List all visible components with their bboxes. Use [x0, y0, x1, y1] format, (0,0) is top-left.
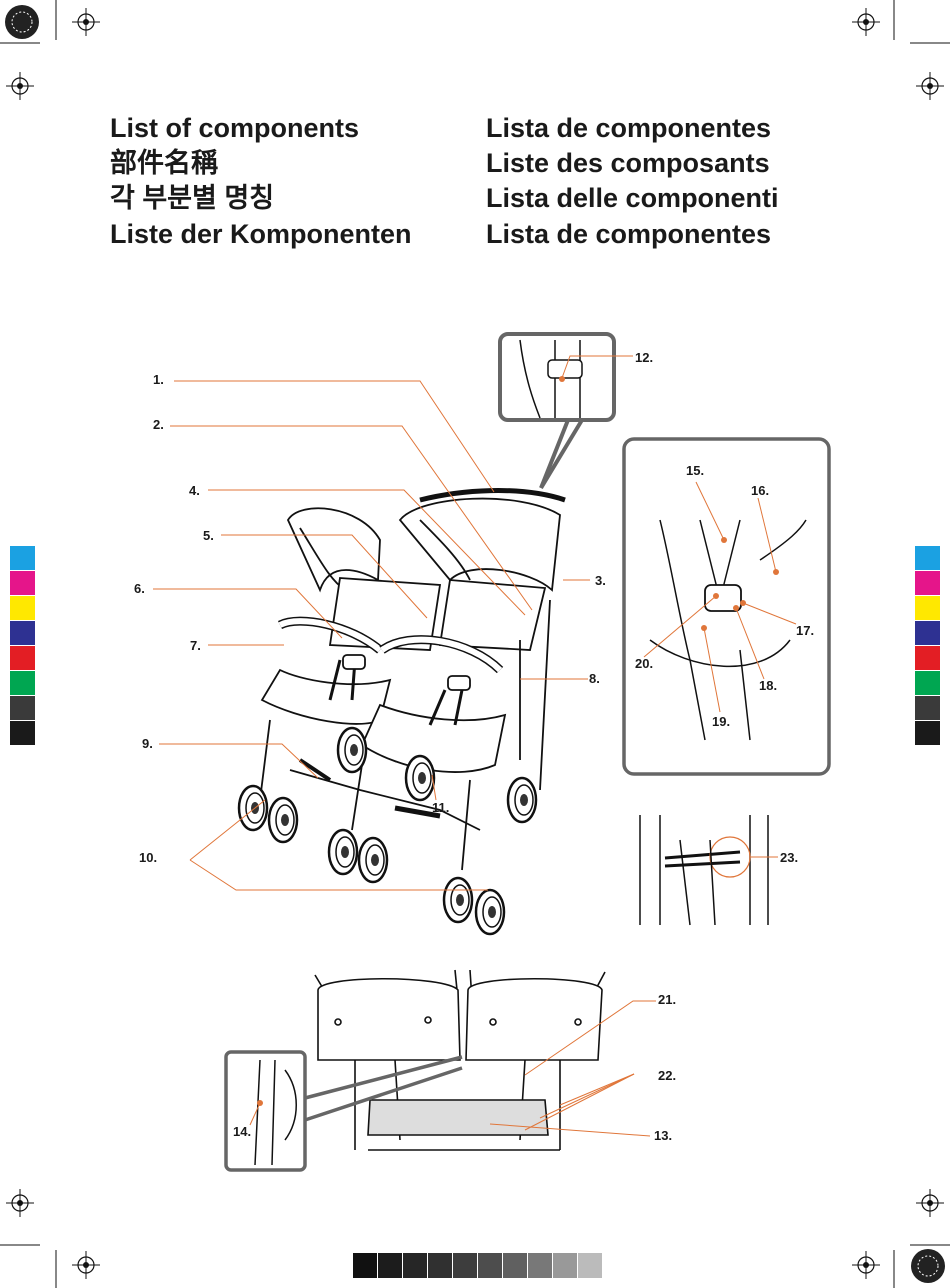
callout-12: 12. — [635, 351, 653, 364]
callout-6: 6. — [134, 582, 145, 595]
callout-2: 2. — [153, 418, 164, 431]
callout-17: 17. — [796, 624, 814, 637]
callout-18: 18. — [759, 679, 777, 692]
callout-1: 1. — [153, 373, 164, 386]
callout-8: 8. — [589, 672, 600, 685]
callout-23: 23. — [780, 851, 798, 864]
brake-detail-illustration — [640, 815, 768, 925]
callout-19: 19. — [712, 715, 730, 728]
callout-3: 3. — [595, 574, 606, 587]
basket-rear-view-illustration — [315, 970, 605, 1150]
callout-5: 5. — [203, 529, 214, 542]
callout-7: 7. — [190, 639, 201, 652]
callout-4: 4. — [189, 484, 200, 497]
callout-9: 9. — [142, 737, 153, 750]
callout-10: 10. — [139, 851, 157, 864]
callout-16: 16. — [751, 484, 769, 497]
callout-13: 13. — [654, 1129, 672, 1142]
callout-21: 21. — [658, 993, 676, 1006]
callout-15: 15. — [686, 464, 704, 477]
callout-22: 22. — [658, 1069, 676, 1082]
callout-14: 14. — [233, 1125, 251, 1138]
callout-20: 20. — [635, 657, 653, 670]
callout-11: 11. — [432, 801, 449, 814]
inset-handle-lock — [500, 334, 614, 488]
